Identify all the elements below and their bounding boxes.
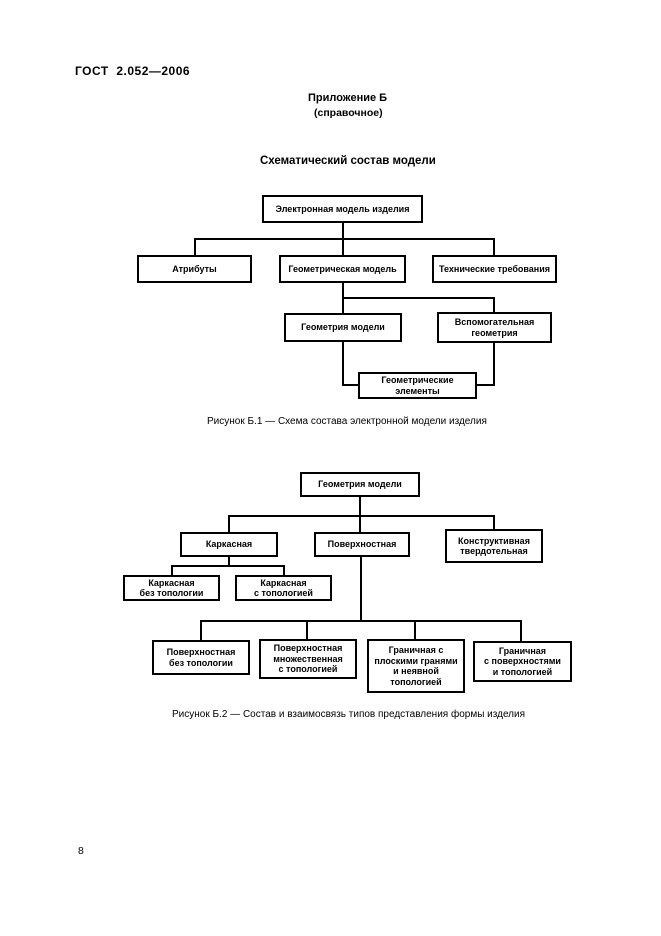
connector-line	[200, 620, 202, 640]
node-model-geometry: Геометрия модели	[284, 313, 402, 342]
node-auxiliary-geometry: Вспомогательная геометрия	[437, 312, 552, 343]
node-model-geometry-root: Геометрия модели	[300, 472, 420, 497]
node-geometric-elements: Геометрические элементы	[358, 372, 477, 399]
connector-line	[520, 620, 522, 641]
node-boundary-flat-faces: Граничная с плоскими гранями и неявной т…	[367, 639, 465, 693]
connector-line	[476, 384, 495, 386]
appendix-title: Приложение Б	[308, 92, 388, 104]
node-wireframe: Каркасная	[180, 532, 278, 557]
connector-line	[171, 565, 285, 567]
connector-line	[342, 297, 495, 299]
connector-line	[171, 565, 173, 575]
connector-line	[493, 297, 495, 312]
connector-line	[359, 497, 361, 515]
appendix-subtitle: (справочное)	[314, 107, 383, 119]
node-boundary-surfaces-topology: Граничная с поверхностями и топологией	[473, 641, 572, 682]
node-surface: Поверхностная	[314, 532, 410, 557]
connector-line	[194, 238, 196, 255]
connector-line	[414, 620, 416, 639]
connector-line	[342, 342, 344, 386]
node-surface-no-topology: Поверхностная без топологии	[152, 640, 250, 675]
connector-line	[200, 620, 522, 622]
page-number: 8	[78, 845, 84, 857]
connector-line	[360, 557, 362, 620]
connector-line	[283, 565, 285, 575]
connector-line	[493, 515, 495, 529]
connector-line	[306, 620, 308, 639]
connector-line	[228, 515, 230, 532]
standard-code: ГОСТ 2.052—2006	[75, 64, 191, 78]
node-attributes: Атрибуты	[137, 255, 252, 283]
connector-line	[342, 384, 360, 386]
node-constructive-solid: Конструктивная твердотельная	[445, 529, 543, 563]
node-wireframe-no-topology: Каркасная без топологии	[123, 575, 220, 601]
node-geometric-model: Геометрическая модель	[279, 255, 406, 283]
node-electronic-product-model: Электронная модель изделия	[262, 195, 423, 223]
node-wireframe-with-topology: Каркасная с топологией	[235, 575, 332, 601]
node-technical-requirements: Технические требования	[432, 255, 557, 283]
figure-2-caption: Рисунок Б.2 — Состав и взаимосвязь типов…	[172, 709, 526, 720]
connector-line	[493, 238, 495, 255]
connector-line	[228, 515, 495, 517]
section-title: Схематический состав модели	[260, 155, 436, 167]
connector-line	[493, 343, 495, 386]
connector-line	[228, 557, 230, 567]
connector-line	[194, 238, 495, 240]
connector-line	[359, 515, 361, 532]
node-surface-multiple-topology: Поверхностная множественная с топологией	[259, 639, 357, 679]
figure-1-caption: Рисунок Б.1 — Схема состава электронной …	[207, 416, 487, 427]
